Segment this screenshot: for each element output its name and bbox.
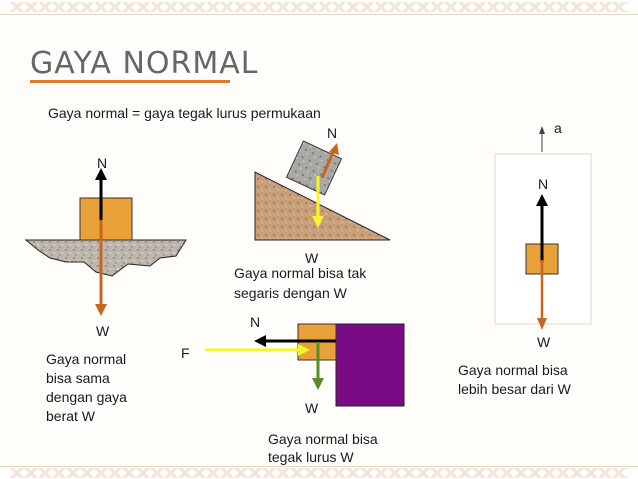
case2-caption-line1: Gaya normal bisa tak bbox=[234, 265, 367, 281]
case1-weight-arrowhead bbox=[95, 304, 107, 316]
case1-weight-label: W bbox=[96, 323, 110, 339]
case1-caption-line3: dengan gaya bbox=[46, 389, 127, 405]
case1-ground bbox=[24, 239, 187, 277]
case1-caption-line2: bisa sama bbox=[46, 370, 110, 386]
case3-caption-line1: Gaya normal bisa bbox=[268, 431, 378, 447]
case4-diagram bbox=[494, 126, 592, 330]
case2-caption-line2: segaris dengan W bbox=[234, 285, 347, 301]
case2-diagram bbox=[254, 140, 391, 241]
case1-caption-line4: berat W bbox=[46, 408, 96, 424]
case4-weight-label: W bbox=[537, 334, 551, 350]
case4-normal-arrowhead bbox=[536, 194, 548, 206]
case2-incline bbox=[254, 171, 391, 241]
slide-title: GAYA NORMAL bbox=[30, 46, 259, 81]
bottom-border bbox=[0, 466, 638, 479]
case4-acceleration-arrowhead bbox=[539, 126, 545, 134]
case1-normal-label: N bbox=[97, 155, 108, 171]
case3-force-arrowhead bbox=[298, 344, 310, 356]
case3-wall bbox=[335, 323, 405, 407]
case4-weight-arrowhead bbox=[537, 318, 547, 330]
case1-diagram bbox=[24, 168, 187, 316]
top-border-pattern bbox=[10, 2, 628, 12]
case2-weight-label: W bbox=[305, 250, 319, 266]
case4-acceleration-label: a bbox=[554, 120, 562, 136]
bottom-border-pattern bbox=[10, 468, 628, 478]
case3-caption-line2: tegak lurus W bbox=[268, 449, 354, 465]
case4-caption-line1: Gaya normal bisa bbox=[458, 362, 568, 378]
case3-diagram bbox=[205, 323, 405, 407]
case2-normal-arrowhead bbox=[329, 143, 339, 155]
case3-normal-arrowhead bbox=[254, 335, 266, 347]
case2-normal-arrow bbox=[320, 149, 336, 179]
case4-caption-line2: lebih besar dari W bbox=[458, 381, 571, 397]
case4-normal-label: N bbox=[538, 176, 549, 192]
case1-normal-arrowhead bbox=[95, 168, 107, 180]
title-underline bbox=[30, 80, 230, 83]
case3-force-label: F bbox=[181, 345, 190, 361]
case1-block bbox=[79, 197, 133, 241]
case2-weight-arrowhead bbox=[312, 216, 324, 228]
case2-block bbox=[285, 140, 343, 196]
definition-text: Gaya normal = gaya tegak lurus permukaan bbox=[48, 105, 321, 121]
case3-normal-label: N bbox=[250, 314, 261, 330]
case2-normal-label: N bbox=[327, 125, 338, 141]
case1-caption-line1: Gaya normal bbox=[46, 351, 127, 367]
top-border bbox=[0, 0, 638, 15]
case3-weight-label: W bbox=[305, 400, 319, 416]
case3-weight-arrowhead bbox=[312, 378, 324, 390]
